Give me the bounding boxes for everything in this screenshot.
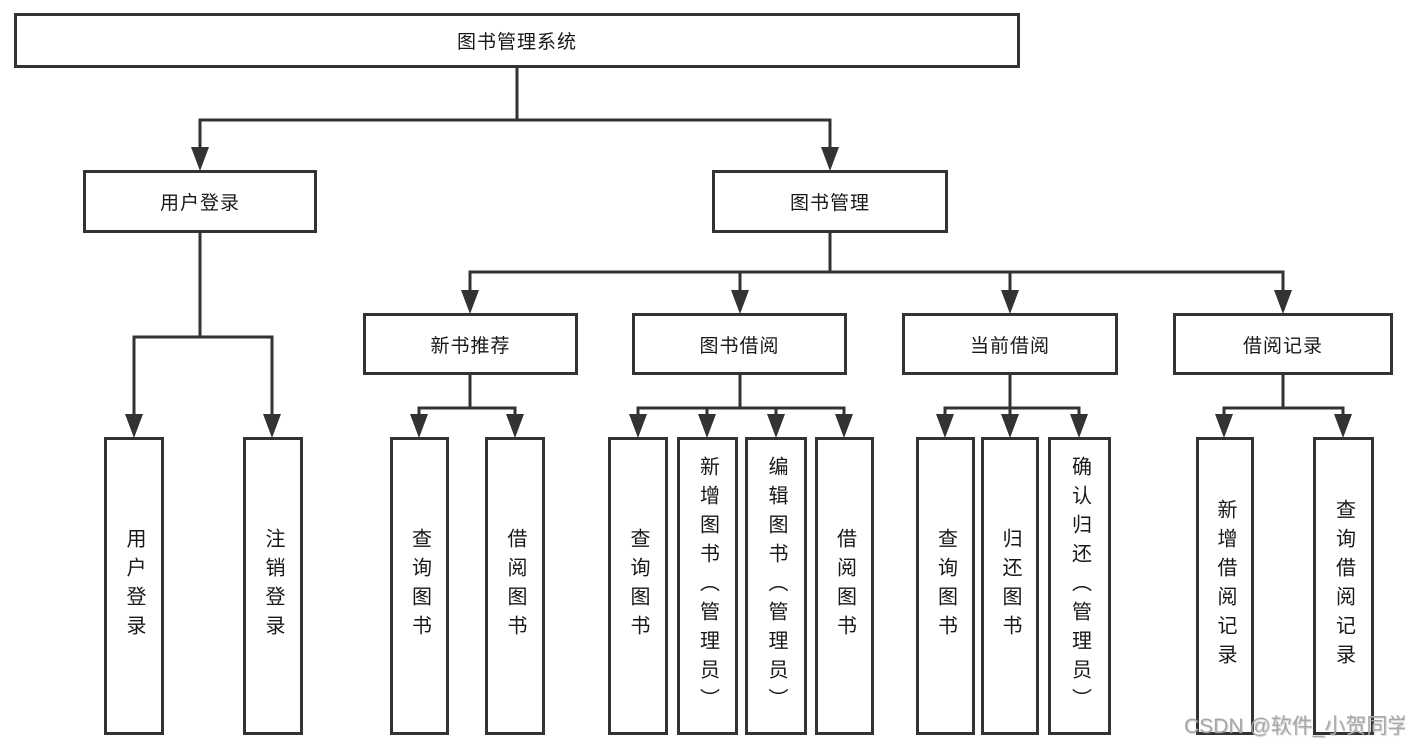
node-query-books-borrow: 查询图书: [608, 437, 668, 735]
node-logout-leaf: 注销登录: [243, 437, 303, 735]
node-borrow-books-borrow: 借阅图书: [815, 437, 874, 735]
node-label: 用户登录: [123, 528, 145, 644]
node-new-book-recommend: 新书推荐: [363, 313, 578, 375]
node-label: 查询图书: [627, 528, 649, 644]
node-label: 归还图书: [999, 528, 1021, 644]
node-label: 借阅图书: [833, 528, 856, 644]
node-user-login-leaf: 用户登录: [104, 437, 164, 735]
node-borrowing-records: 借阅记录: [1173, 313, 1393, 375]
node-user-login: 用户登录: [83, 170, 317, 233]
node-label: 编辑图书（管理员）: [765, 455, 787, 717]
node-query-borrow-record: 查询借阅记录: [1313, 437, 1374, 735]
node-label: 注销登录: [262, 528, 284, 644]
watermark-text: CSDN @软件_小贺同学: [1184, 715, 1405, 738]
node-label: 新增图书（管理员）: [696, 455, 719, 717]
node-label: 确认归还（管理员）: [1068, 455, 1091, 717]
node-current-borrowing: 当前借阅: [902, 313, 1118, 375]
node-label: 查询图书: [408, 528, 431, 644]
node-add-book-admin: 新增图书（管理员）: [677, 437, 738, 735]
node-query-books-current: 查询图书: [916, 437, 975, 735]
node-label: 用户登录: [159, 193, 240, 214]
node-return-book: 归还图书: [981, 437, 1039, 735]
node-edit-book-admin: 编辑图书（管理员）: [745, 437, 807, 735]
node-book-management: 图书管理: [712, 170, 948, 233]
node-label: 新书推荐: [430, 335, 511, 357]
node-label: 查询借阅记录: [1332, 499, 1355, 673]
node-label: 当前借阅: [969, 335, 1050, 357]
node-borrow-books-recommend: 借阅图书: [485, 437, 545, 735]
node-label: 图书管理: [789, 193, 870, 214]
node-label: 查询图书: [934, 528, 957, 644]
node-confirm-return-admin: 确认归还（管理员）: [1048, 437, 1111, 735]
node-add-borrow-record: 新增借阅记录: [1196, 437, 1254, 735]
node-library-system: 图书管理系统: [14, 13, 1020, 68]
node-label: 新增借阅记录: [1214, 499, 1236, 673]
node-label: 借阅图书: [504, 528, 526, 644]
node-label: 借阅记录: [1242, 335, 1323, 357]
node-book-borrowing: 图书借阅: [632, 313, 847, 375]
node-query-books-recommend: 查询图书: [390, 437, 449, 735]
node-label: 图书管理系统: [456, 32, 577, 53]
node-label: 图书借阅: [699, 335, 780, 357]
